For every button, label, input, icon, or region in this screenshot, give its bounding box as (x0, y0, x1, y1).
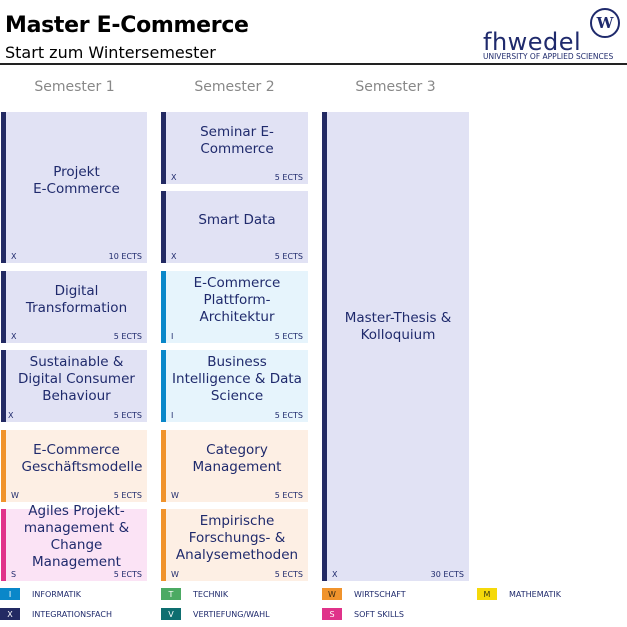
legend-label: TECHNIK (193, 589, 229, 599)
legend-item-integrationsfach: X INTEGRATIONSFACH (0, 607, 112, 621)
legend-swatch: M (477, 588, 497, 600)
module-ects: 5 ECTS (274, 332, 303, 341)
module-ects: 5 ECTS (274, 570, 303, 579)
page-title: Master E-Commerce (5, 13, 249, 38)
legend-item-mathematik: M MATHEMATIK (477, 587, 561, 601)
legend-item-informatik: I INFORMATIK (0, 587, 81, 601)
module-ects: 5 ECTS (274, 491, 303, 500)
legend-swatch: S (322, 608, 342, 620)
module-category-code: W (171, 491, 179, 500)
page-subtitle: Start zum Wintersemester (5, 43, 216, 62)
module-card[interactable]: Business Intelligence & Data Science I 5… (161, 350, 308, 422)
legend-swatch: T (161, 588, 181, 600)
legend-label: MATHEMATIK (509, 589, 561, 599)
module-name: E-Commerce Plattform-Architektur (193, 274, 281, 325)
legend-label: INFORMATIK (32, 589, 82, 599)
header-divider (0, 63, 627, 65)
logo: fhwedel W UNIVERSITY OF APPLIED SCIENCES (483, 8, 623, 62)
module-name: E-Commerce Geschäftsmodelle (21, 442, 143, 475)
module-category-code: X (171, 173, 177, 182)
module-category-code: X (171, 252, 177, 261)
legend-swatch: W (322, 588, 342, 600)
module-ects: 5 ECTS (113, 332, 142, 341)
legend-label: SOFT SKILLS (354, 609, 404, 619)
module-category-code: S (11, 570, 17, 579)
module-card[interactable]: E-Commerce Plattform-Architektur I 5 ECT… (161, 271, 308, 343)
module-card[interactable]: Projekt E-Commerce X 10 ECTS (1, 112, 147, 263)
module-category-code: W (11, 491, 19, 500)
module-name: Master-Thesis & Kolloquium (344, 309, 452, 343)
module-ects: 5 ECTS (113, 411, 142, 420)
legend-label: INTEGRATIONSFACH (32, 609, 112, 619)
semester-1-heading: Semester 1 (34, 79, 115, 95)
module-card[interactable]: E-Commerce Geschäftsmodelle W 5 ECTS (1, 430, 147, 502)
module-ects: 30 ECTS (430, 570, 464, 579)
module-ects: 5 ECTS (274, 252, 303, 261)
module-category-code: W (171, 570, 179, 579)
module-category-code: I (171, 332, 174, 341)
legend-swatch: X (0, 608, 20, 620)
module-ects: 5 ECTS (274, 411, 303, 420)
legend-swatch: V (161, 608, 181, 620)
module-ects: 5 ECTS (113, 491, 142, 500)
legend-swatch: I (0, 588, 20, 600)
module-card[interactable]: Agiles Projekt-management & Change Manag… (1, 503, 147, 581)
module-ects: 5 ECTS (274, 173, 303, 182)
semester-2-heading: Semester 2 (194, 79, 275, 95)
module-name: Business Intelligence & Data Science (172, 353, 302, 404)
module-name: Seminar E-Commerce (200, 124, 274, 157)
module-card[interactable]: Empirische Forschungs- & Analysemethoden… (161, 509, 308, 581)
module-card[interactable]: Smart Data X 5 ECTS (161, 191, 308, 263)
module-name: Agiles Projekt-management & Change Manag… (23, 503, 130, 570)
module-ects: 10 ECTS (108, 252, 142, 261)
module-category-code: X (8, 411, 14, 420)
semester-3-heading: Semester 3 (355, 79, 436, 95)
module-name: Category Management (192, 442, 282, 475)
module-category-code: I (171, 411, 174, 420)
module-name: Empirische Forschungs- & Analysemethoden (175, 512, 299, 563)
module-category-code: X (332, 570, 338, 579)
module-name: Smart Data (198, 211, 276, 228)
module-category-code: X (11, 332, 17, 341)
module-card[interactable]: Seminar E-Commerce X 5 ECTS (161, 112, 308, 184)
legend-item-technik: T TECHNIK (161, 587, 228, 601)
logo-badge-icon: W (590, 8, 620, 38)
logo-wordmark: fhwedel (483, 28, 582, 56)
legend-label: VERTIEFUNG/WAHL (193, 609, 270, 619)
module-ects: 5 ECTS (113, 570, 142, 579)
legend-item-soft-skills: S SOFT SKILLS (322, 607, 404, 621)
legend-label: WIRTSCHAFT (354, 589, 406, 599)
module-name: Projekt E-Commerce (33, 163, 120, 197)
legend-item-vertiefung-wahl: V VERTIEFUNG/WAHL (161, 607, 270, 621)
module-card[interactable]: Digital Transformation X 5 ECTS (1, 271, 147, 343)
module-card[interactable]: Master-Thesis & Kolloquium X 30 ECTS (322, 112, 469, 581)
module-card[interactable]: Category Management W 5 ECTS (161, 430, 308, 502)
module-category-code: X (11, 252, 17, 261)
module-name: Digital Transformation (25, 283, 128, 316)
module-name: Sustainable & Digital Consumer Behaviour (18, 353, 135, 404)
module-card[interactable]: Sustainable & Digital Consumer Behaviour… (1, 350, 147, 422)
logo-tagline: UNIVERSITY OF APPLIED SCIENCES (483, 52, 614, 61)
legend-item-wirtschaft: W WIRTSCHAFT (322, 587, 406, 601)
